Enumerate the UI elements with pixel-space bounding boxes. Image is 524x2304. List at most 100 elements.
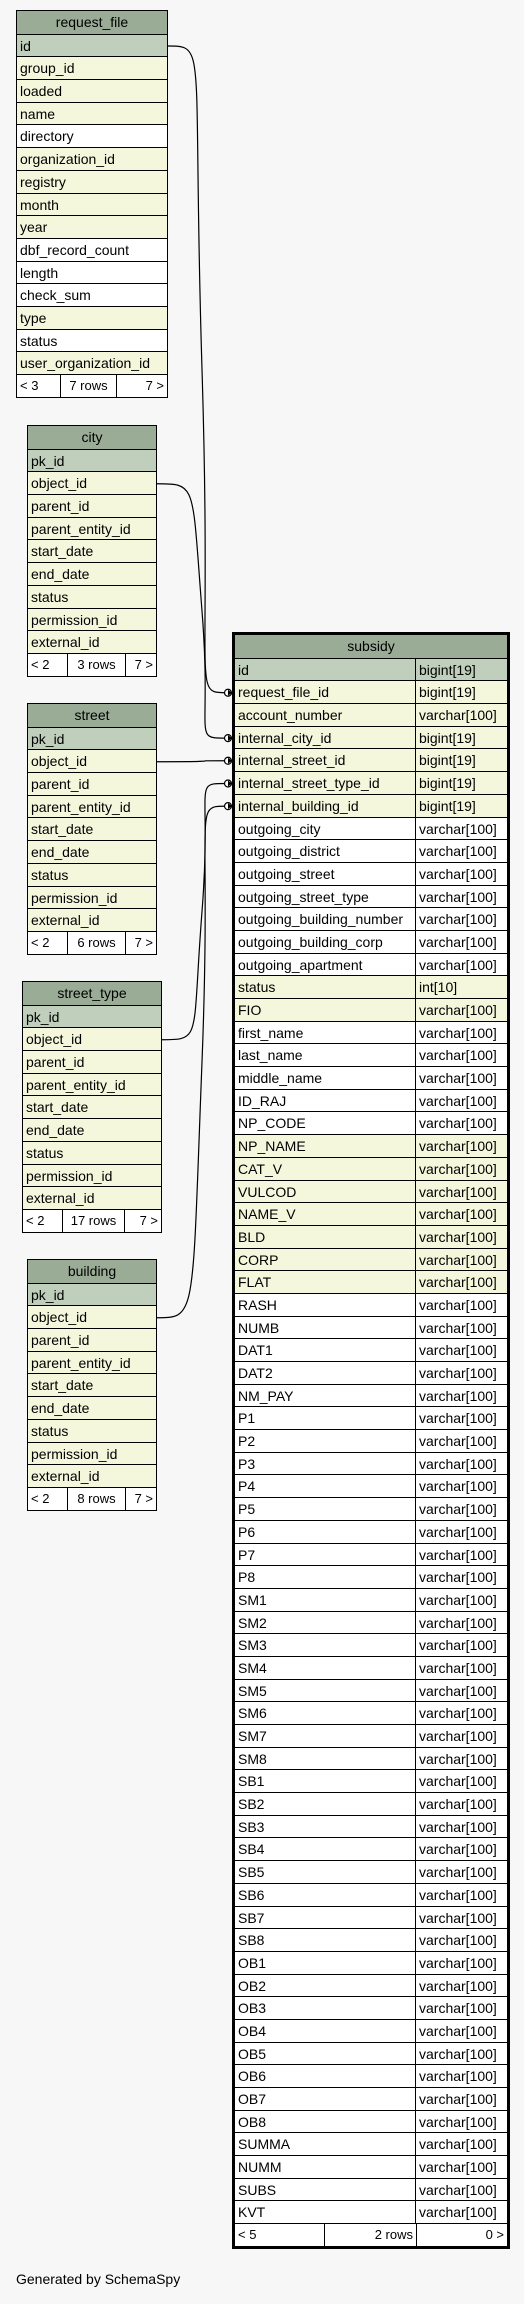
column-name: permission_id [31,1445,118,1462]
footer-parents: < 5 [235,2224,325,2247]
column-name: FLAT [238,1274,272,1291]
column-name: user_organization_id [20,355,150,372]
column-type: varchar[100] [415,704,507,726]
column-type: varchar[100] [415,1974,507,1997]
column-row: parent_id [28,495,156,518]
column-name: request_file_id [238,684,330,701]
column-row: FLAT varchar[100] [235,1271,507,1294]
footer-row-count: 2 rows [325,2224,417,2247]
column-type: varchar[100] [415,1157,507,1180]
column-type: varchar[100] [415,1021,507,1044]
column-row: pk_id [28,727,156,751]
column-name: parent_id [31,776,90,793]
column-name: start_date [31,821,94,838]
column-name: SUMMA [238,2136,291,2153]
column-type: varchar[100] [415,908,507,930]
column-name: SB8 [238,1932,265,1949]
column-name: parent_id [31,498,90,515]
relationship-arrowhead [228,689,232,696]
column-type: varchar[100] [415,1271,507,1293]
column-type: varchar[100] [415,1225,507,1248]
column-row: end_date [28,1397,156,1420]
column-type: varchar[100] [415,1203,507,1225]
column-name: SB7 [238,1909,265,1926]
column-type: varchar[100] [415,2156,507,2178]
column-name: registry [20,173,66,190]
footer-children: 7 > [139,1212,158,1228]
column-name: pk_id [31,1286,65,1303]
column-type: varchar[100] [415,1725,507,1747]
column-name: parent_entity_id [31,798,131,815]
footer-row-count: 7 rows [61,375,117,397]
column-type: varchar[100] [415,1566,507,1588]
column-name: CORP [238,1251,279,1268]
footer-parents: < 2 [23,1209,63,1232]
column-row: pk_id [28,449,156,473]
relationship-arrowhead [228,757,232,764]
column-row: user_organization_id [17,352,167,375]
table-header: request_file [17,11,167,35]
column-row: registry [17,170,167,194]
column-row: parent_id [23,1051,161,1074]
column-type: varchar[100] [415,1498,507,1520]
column-type: varchar[100] [415,1293,507,1316]
footer-children: 7 > [134,656,153,672]
column-row: pk_id [23,1005,161,1029]
column-name: id [20,37,31,54]
table-header: street [28,704,156,728]
column-row: dbf_record_count [17,238,167,262]
column-row: length [17,261,167,285]
column-name: FIO [238,1002,262,1018]
column-row: external_id [28,909,156,932]
column-type: varchar[100] [415,1679,507,1702]
footer-children: 7 > [134,934,153,950]
footer-parents: < 2 [28,931,68,954]
column-name: status [20,332,58,349]
column-name: SB2 [238,1796,265,1813]
column-name: start_date [31,1377,94,1394]
footer-parents: < 2 [28,1487,68,1510]
column-name: SUBS [238,2181,277,2198]
column-row: parent_id [28,773,156,796]
column-name: OB5 [238,2045,267,2062]
column-row: name [17,102,167,126]
column-name: end_date [31,1400,90,1417]
column-name: OB2 [238,1977,267,1994]
column-type: varchar[100] [415,817,507,840]
column-row: parent_entity_id [28,1351,156,1375]
relationship-line [161,782,227,1041]
footer-row-count: 17 rows [63,1209,125,1232]
footer-children: 7 > [145,378,164,393]
column-name: permission_id [31,889,118,906]
column-row: permission_id [28,1442,156,1466]
column-type: varchar[100] [415,2088,507,2110]
column-row: status [17,329,167,353]
column-type: varchar[100] [415,953,507,976]
column-name: NM_PAY [238,1387,294,1404]
relationship-arrowhead [228,735,232,742]
column-name: status [31,1422,69,1439]
column-name: group_id [20,60,75,77]
column-name: KVT [238,2204,266,2221]
column-type: varchar[100] [415,2065,507,2087]
column-row: start_date [28,818,156,842]
column-type: varchar[100] [415,930,507,953]
column-name: internal_street_id [238,752,346,769]
column-row: permission_id [28,608,156,632]
